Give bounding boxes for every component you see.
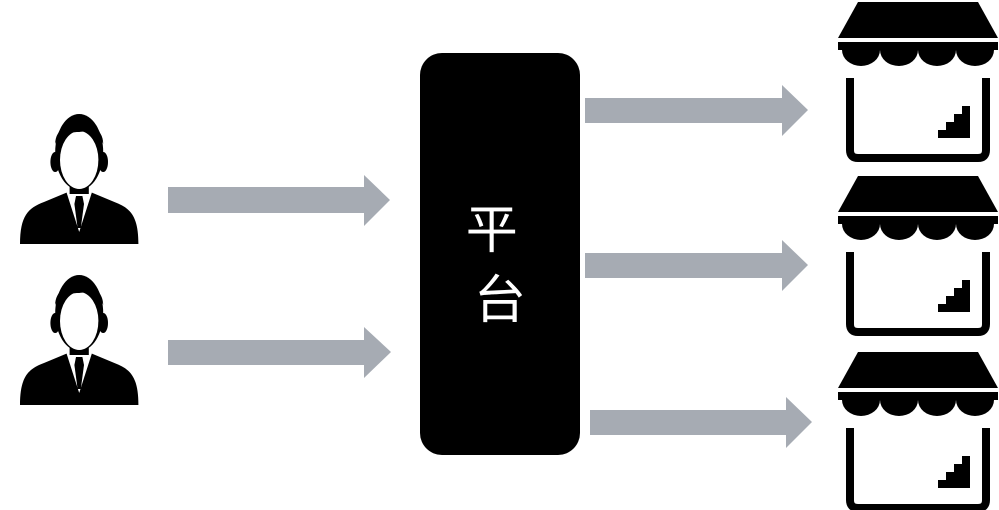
arrow-right-icon xyxy=(590,397,812,448)
platform-box xyxy=(420,53,580,455)
arrow-right-icon xyxy=(168,175,390,226)
arrow-right-icon xyxy=(168,327,391,378)
businessman-icon xyxy=(20,114,139,244)
arrow-right-icon xyxy=(585,240,808,291)
storefront-icon xyxy=(838,176,998,332)
storefront-icon xyxy=(838,352,998,508)
platform-label: 平 台 xyxy=(466,201,535,331)
arrow-right-icon xyxy=(585,85,808,136)
storefront-icon xyxy=(838,2,998,158)
businessman-icon xyxy=(20,275,139,405)
